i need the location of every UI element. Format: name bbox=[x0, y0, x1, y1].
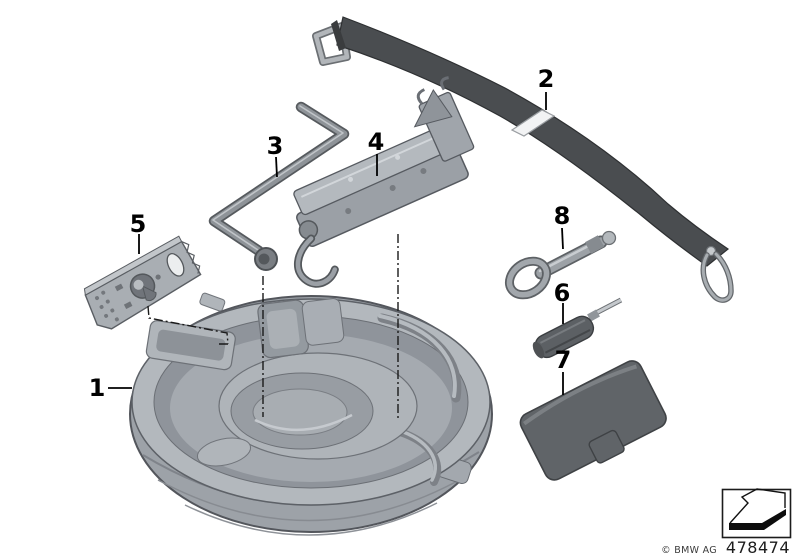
callout-label-1[interactable]: 1 bbox=[88, 374, 106, 402]
tool-case bbox=[519, 360, 667, 481]
tow-hook bbox=[504, 230, 617, 300]
tray-left-pocket bbox=[145, 320, 236, 371]
assembly-reference-lines bbox=[147, 234, 399, 421]
callout-label-8[interactable]: 8 bbox=[553, 202, 571, 230]
legend-box bbox=[721, 488, 792, 539]
strap-buckle bbox=[510, 109, 556, 137]
callout-label-3[interactable]: 3 bbox=[266, 132, 284, 160]
reference-line-bracket bbox=[147, 305, 229, 345]
callout-lines bbox=[108, 92, 564, 395]
screwdriver bbox=[532, 297, 623, 359]
tool-tray bbox=[129, 292, 493, 536]
strap-band bbox=[336, 16, 730, 267]
callout-label-5[interactable]: 5 bbox=[129, 210, 147, 238]
diagram-number: 478474 bbox=[725, 538, 790, 557]
tow-hook-tip bbox=[601, 230, 617, 246]
tool-case-latch bbox=[588, 429, 625, 464]
callout-line-8 bbox=[561, 227, 564, 250]
crank-rod bbox=[208, 101, 350, 271]
mounting-bracket bbox=[83, 235, 202, 330]
scissor-jack bbox=[293, 76, 475, 288]
securing-strap bbox=[312, 16, 734, 303]
footer: © BMW AG 478474 bbox=[590, 538, 790, 557]
copyright-text: © BMW AG bbox=[661, 545, 717, 556]
callout-label-6[interactable]: 6 bbox=[553, 279, 571, 307]
callout-label-7[interactable]: 7 bbox=[554, 346, 572, 374]
callout-label-4[interactable]: 4 bbox=[367, 128, 385, 156]
unfold-direction-arrow-icon bbox=[729, 488, 786, 530]
tray-top-slot bbox=[257, 299, 309, 359]
callout-line-3 bbox=[275, 156, 278, 178]
callout-label-2[interactable]: 2 bbox=[537, 65, 555, 93]
strap-fold bbox=[331, 20, 346, 51]
